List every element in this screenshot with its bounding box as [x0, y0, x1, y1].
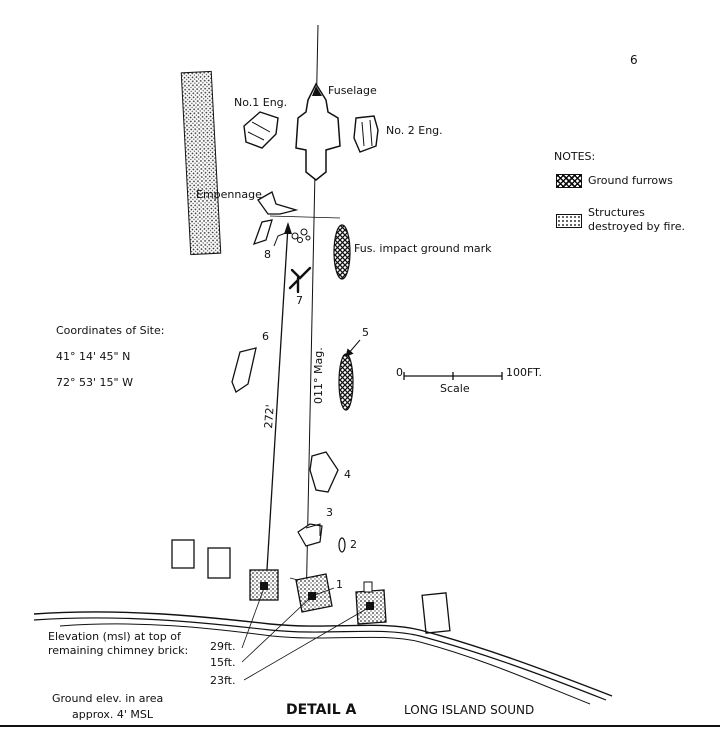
structures-label-line2: destroyed by fire.	[588, 220, 686, 233]
point-label-7: 7	[296, 294, 303, 307]
distance-label: 272'	[262, 404, 277, 429]
impact-ground-mark	[333, 224, 351, 280]
fuselage-shape	[295, 82, 341, 181]
detail-title: DETAIL A	[286, 702, 357, 718]
fuselage-nose	[312, 86, 322, 96]
point-label-5: 5	[362, 326, 369, 339]
structures-swatch	[556, 214, 582, 228]
debris-3-shape	[297, 523, 323, 547]
distance-line	[265, 225, 289, 587]
scale-end: 100FT.	[506, 366, 543, 379]
water-label: LONG ISLAND SOUND	[404, 703, 535, 717]
point-label-6: 6	[262, 330, 269, 343]
ground-furrows-label: Ground furrows	[588, 174, 673, 187]
shoreline	[33, 611, 613, 697]
point-label-3: 3	[326, 506, 333, 519]
scale-start: 0	[396, 366, 403, 379]
ground-elev-line1: Ground elev. in area	[52, 692, 164, 705]
elevation-value-1: 29ft.	[210, 640, 236, 653]
page-mark: 6	[630, 53, 638, 67]
engine1-shape	[243, 111, 279, 149]
debris-8-shape	[252, 219, 273, 246]
point-label-1: 1	[336, 578, 343, 591]
point-label-8: 8	[264, 248, 271, 261]
coordinates-lon: 72° 53' 15" W	[56, 376, 133, 389]
coordinates-title: Coordinates of Site:	[56, 324, 165, 337]
debris-2-shape	[338, 537, 346, 553]
elevation-value-2: 15ft.	[210, 656, 236, 669]
empennage-label: Empennage	[196, 188, 262, 201]
debris-4-shape	[309, 451, 339, 493]
coordinates-lat: 41° 14' 45" N	[56, 350, 131, 363]
fire-strip	[180, 70, 222, 256]
ground-furrows-swatch	[556, 174, 582, 188]
debris-6-shape	[231, 347, 257, 393]
scale-label: Scale	[440, 382, 470, 395]
fuselage-label: Fuselage	[328, 84, 377, 97]
engine2-shape	[353, 115, 379, 153]
ground-elev-line2: approx. 4' MSL	[72, 708, 154, 721]
elevation-value-3: 23ft.	[210, 674, 236, 687]
debris-5-mark	[338, 353, 354, 411]
house-2	[207, 547, 231, 579]
engine2-label: No. 2 Eng.	[386, 124, 443, 137]
structures-label-line1: Structures	[588, 206, 645, 219]
impact-mark-label: Fus. impact ground mark	[354, 242, 492, 255]
elevation-title-line1: Elevation (msl) at top of	[48, 630, 181, 643]
engine1-label: No.1 Eng.	[234, 96, 288, 109]
notes-title: NOTES:	[554, 150, 596, 163]
house-3	[421, 592, 451, 634]
elevation-title-line2: remaining chimney brick:	[48, 644, 189, 657]
debris-7-shape	[288, 266, 312, 294]
empennage-shape	[257, 191, 299, 215]
heading-label: 011° Mag.	[312, 347, 325, 404]
house-1	[171, 539, 195, 569]
point-label-4: 4	[344, 468, 351, 481]
point-label-2: 2	[350, 538, 357, 551]
